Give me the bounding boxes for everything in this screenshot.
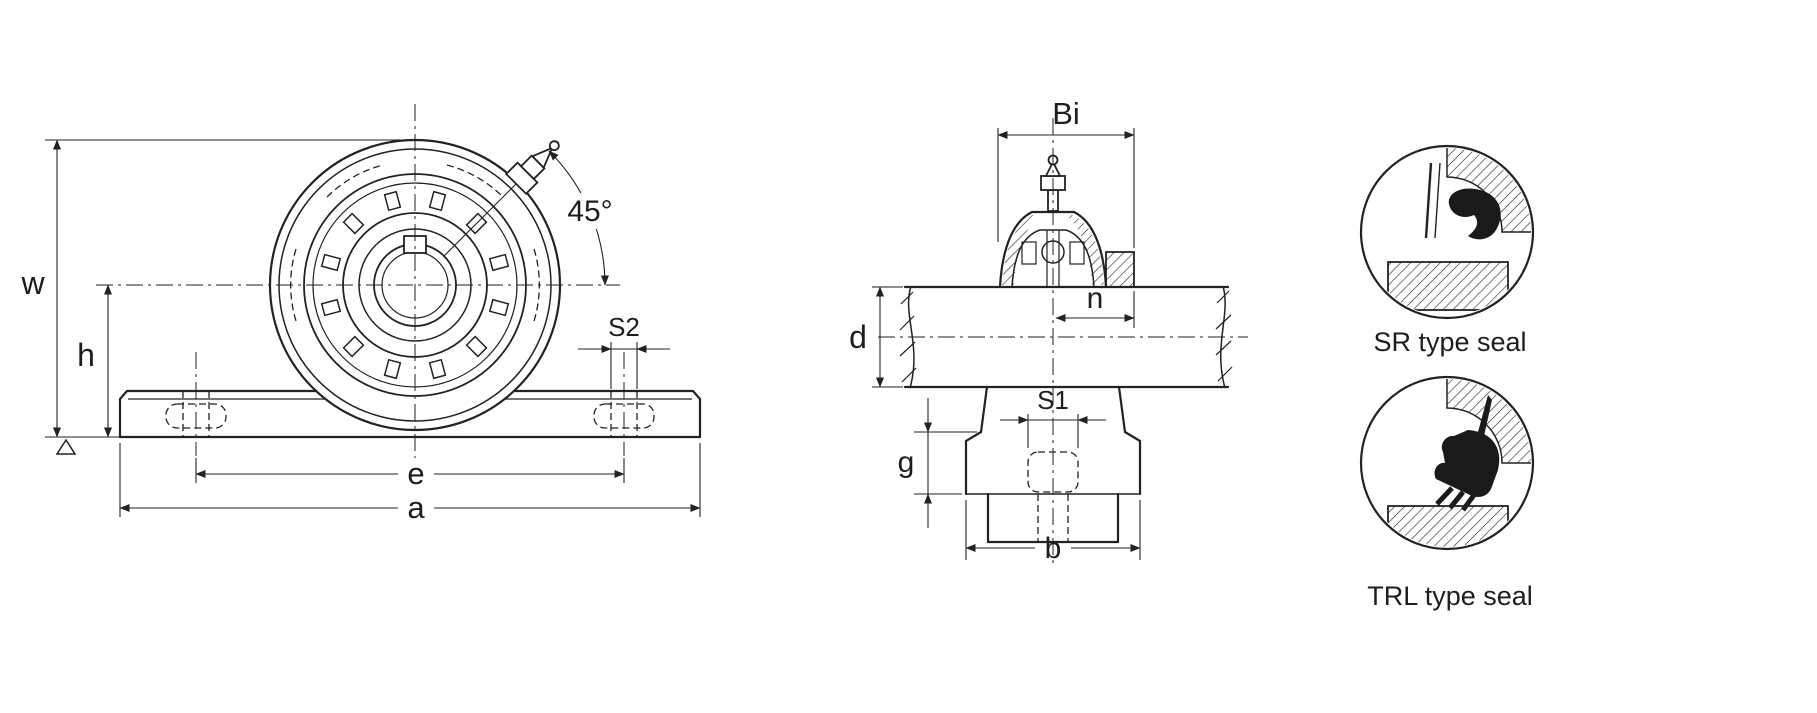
dimension-bi: Bi bbox=[997, 96, 1135, 248]
seal-detail-trl: TRL type seal bbox=[1359, 375, 1535, 611]
sr-detail-circle bbox=[1359, 144, 1535, 320]
dim-label-n: n bbox=[1087, 282, 1104, 315]
angle-annotation: 45° bbox=[548, 150, 620, 286]
side-view: Bi n d S1 bbox=[849, 96, 1248, 568]
dimension-w: w bbox=[20, 139, 413, 438]
sr-seal-label: SR type seal bbox=[1373, 327, 1526, 357]
seal-details: SR type seal TRL type seal bbox=[1359, 144, 1535, 611]
dimension-d: d bbox=[849, 286, 903, 388]
sr-seal-profile bbox=[1448, 188, 1501, 240]
dimension-e: e bbox=[195, 456, 625, 491]
slinger-line bbox=[1424, 162, 1433, 239]
shaft-section-hatch-trl bbox=[1387, 505, 1509, 547]
trl-lip-1 bbox=[1435, 486, 1454, 506]
front-view: 45° w h S2 bbox=[20, 104, 702, 525]
locking-collar bbox=[1105, 251, 1135, 288]
housing-base bbox=[118, 389, 702, 439]
grease-fitting-front bbox=[442, 140, 560, 258]
dimension-s2: S2 bbox=[578, 312, 670, 389]
slinger-line-2 bbox=[1434, 162, 1441, 239]
lock-washer bbox=[320, 190, 510, 380]
dim-label-g: g bbox=[898, 446, 915, 479]
angle-label: 45° bbox=[567, 195, 612, 228]
dim-label-bi: Bi bbox=[1052, 96, 1080, 131]
trl-seal-label: TRL type seal bbox=[1367, 581, 1533, 611]
bolt-slot-left bbox=[165, 352, 227, 456]
dim-label-e: e bbox=[407, 456, 424, 491]
dim-label-s2: S2 bbox=[608, 312, 640, 342]
trl-detail-circle bbox=[1359, 375, 1535, 551]
dim-label-h: h bbox=[77, 337, 95, 373]
seal-detail-sr: SR type seal bbox=[1359, 144, 1535, 357]
base-side bbox=[964, 385, 1142, 544]
dimension-s1: S1 bbox=[1000, 385, 1106, 448]
bearing-section bbox=[998, 210, 1135, 289]
trl-seal-profile bbox=[1434, 430, 1500, 497]
dimension-g: g bbox=[898, 398, 977, 528]
dim-label-d: d bbox=[849, 319, 867, 355]
dim-label-b: b bbox=[1045, 532, 1062, 565]
dimension-h: h bbox=[77, 284, 112, 438]
dimension-n: n bbox=[1055, 282, 1135, 328]
datum-symbol bbox=[55, 438, 77, 455]
dimension-b: b bbox=[965, 500, 1141, 565]
dim-label-a: a bbox=[407, 490, 425, 525]
dim-label-s1: S1 bbox=[1037, 385, 1069, 415]
dim-label-w: w bbox=[20, 265, 45, 301]
shaft-section-hatch bbox=[1387, 261, 1509, 311]
bolt-slot-right bbox=[593, 352, 655, 456]
dimension-a: a bbox=[119, 443, 701, 525]
trl-retainer-line bbox=[1478, 395, 1492, 436]
shaft bbox=[899, 285, 1233, 389]
